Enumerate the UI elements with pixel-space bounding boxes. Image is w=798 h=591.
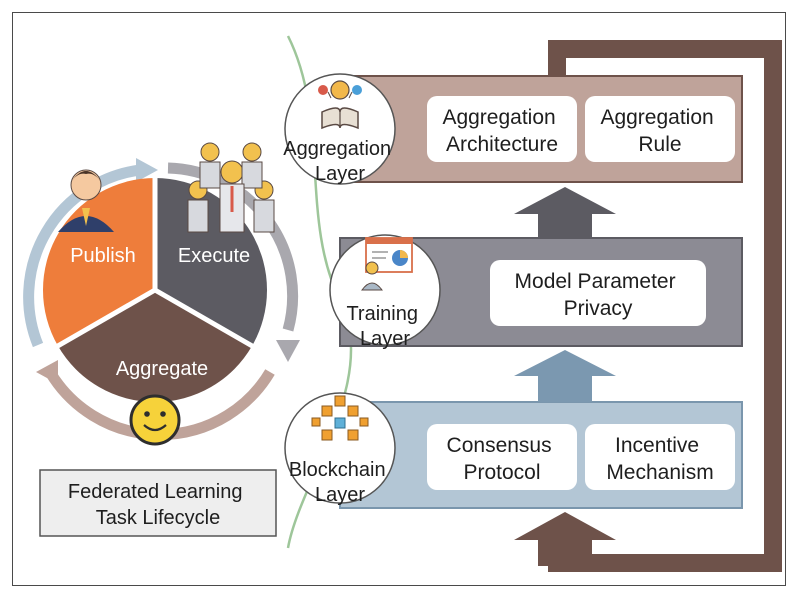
consensus-protocol-line1: Consensus <box>447 434 552 457</box>
manager-icon <box>58 169 114 232</box>
aggregation-architecture-line2: Architecture <box>446 133 558 156</box>
consensus-protocol-line2: Protocol <box>463 461 540 484</box>
svg-text:Incentive Mechanism: Incentive Mechanism <box>606 434 713 484</box>
incentive-mechanism-line2: Mechanism <box>606 461 713 484</box>
blockchain-layer-label-line1: Blockchain <box>289 459 386 481</box>
blockchain-layer-label-line2: Layer <box>315 484 365 506</box>
incentive-mechanism-box <box>585 424 735 490</box>
svg-text:Blockchain Layer: Blockchain Layer <box>289 459 391 506</box>
model-parameter-privacy-box <box>490 260 706 326</box>
blockchain-cubes-icon <box>311 395 369 441</box>
aggregation-rule-box <box>585 96 735 162</box>
svg-text:Aggregation Layer: Aggregation Layer <box>283 138 396 185</box>
feedback-loop <box>548 40 782 572</box>
arrow-into-blockchain <box>514 512 616 566</box>
aggregation-rule-line2: Rule <box>638 133 681 156</box>
team-icon <box>187 142 275 233</box>
lifecycle-title-line2: Task Lifecycle <box>96 507 221 529</box>
aggregation-architecture-line1: Aggregation <box>442 106 555 129</box>
ring-arrowhead-2 <box>276 340 300 362</box>
execute-label: Execute <box>178 245 250 267</box>
aggregate-label: Aggregate <box>116 358 208 380</box>
lifecycle-title-line1: Federated Learning <box>68 481 243 503</box>
incentive-mechanism-line1: Incentive <box>615 434 699 457</box>
aggregation-layer-label-line2: Layer <box>315 163 365 185</box>
aggregation-layer-label-line1: Aggregation <box>283 138 391 160</box>
aggregation-layer-circle <box>284 73 396 185</box>
lifecycle-title-box <box>39 469 277 537</box>
arrow-training-to-aggregation <box>514 187 616 238</box>
publish-label: Publish <box>70 245 136 267</box>
presentation-chart-icon <box>361 237 413 291</box>
svg-text:Aggregation Rule: Aggregation Rule <box>600 106 719 156</box>
consensus-protocol-box <box>427 424 577 490</box>
svg-text:Model Parameter Privacy: Model Parameter Privacy <box>515 270 682 320</box>
book-brain-icon <box>318 80 362 130</box>
svg-text:Consensus Protocol: Consensus Protocol <box>447 434 558 484</box>
svg-text:Federated Learning Task Li: Federated Learning Task Lifecycle <box>68 481 248 529</box>
svg-text:Aggregation Architecture: Aggregation Architecture <box>442 106 561 156</box>
aggregation-architecture-box <box>427 96 577 162</box>
smiley-icon <box>129 394 181 446</box>
model-parameter-privacy-line1: Model Parameter <box>515 270 676 293</box>
training-layer-label-line2: Layer <box>360 328 410 350</box>
arrow-blockchain-to-training <box>514 350 616 402</box>
model-parameter-privacy-line2: Privacy <box>564 297 633 320</box>
training-layer-label-line1: Training <box>346 303 418 325</box>
aggregation-rule-line1: Aggregation <box>600 106 713 129</box>
ring-arrowhead-3 <box>36 360 58 384</box>
svg-text:Training Layer: Training Layer <box>346 303 423 350</box>
ring-arrowhead-1 <box>136 158 158 182</box>
